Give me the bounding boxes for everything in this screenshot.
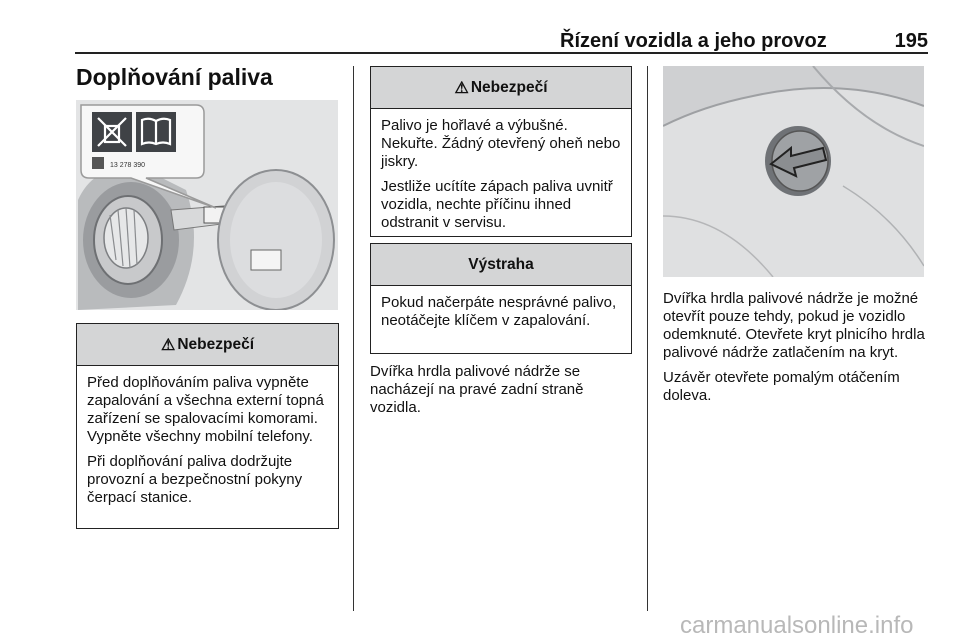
column-divider-right <box>647 66 648 611</box>
figure-label-code: 13 278 390 <box>110 162 145 169</box>
watermark: carmanualsonline.info <box>680 612 914 639</box>
caution-box-header: Výstraha <box>371 244 631 286</box>
right-paragraph: Uzávěr otevřete pomalým otáčením doleva. <box>663 369 900 404</box>
fuel-door-figure <box>663 66 924 277</box>
fuel-flap-figure: 13 278 390 <box>76 100 338 310</box>
caution-box-title: Výstraha <box>468 255 534 273</box>
danger-box-left-paragraph: Při doplňování paliva dodržujte provozní… <box>87 453 303 506</box>
danger-box-middle-paragraph: Jestliže ucítíte zápach paliva uvnitř vo… <box>381 178 613 231</box>
right-paragraph: Dvířka hrdla palivové nádrže je možné ot… <box>663 290 925 361</box>
caution-box-body: Pokud načerpáte nesprávné palivo, neotáč… <box>371 286 631 343</box>
section-title: Doplňování paliva <box>76 64 273 90</box>
fuel-flap-illustration: 13 278 390 <box>76 100 338 310</box>
right-body-text: Dvířka hrdla palivové nádrže je možné ot… <box>663 290 928 412</box>
danger-box-middle-title: Nebezpečí <box>470 78 548 96</box>
danger-box-left-body: Před doplňováním paliva vypněte zapalová… <box>77 366 338 520</box>
danger-box-middle-header: ⚠ Nebezpečí <box>371 67 631 109</box>
danger-box-middle: ⚠ Nebezpečí Palivo je hořlavé a výbušné.… <box>370 66 632 237</box>
danger-box-middle-paragraph: Palivo je hořlavé a výbušné. Nekuřte. Žá… <box>381 117 621 170</box>
header-title: Řízení vozidla a jeho provoz <box>560 30 827 52</box>
caution-box: Výstraha Pokud načerpáte nesprávné paliv… <box>370 243 632 354</box>
warning-triangle-icon: ⚠ <box>160 336 176 354</box>
danger-box-left-paragraph: Před doplňováním paliva vypněte zapalová… <box>87 374 324 445</box>
danger-box-left-title: Nebezpečí <box>177 335 254 353</box>
caution-box-paragraph: Pokud načerpáte nesprávné palivo, neotáč… <box>381 294 617 329</box>
column-divider-left <box>353 66 354 611</box>
header-rule <box>75 52 928 54</box>
middle-paragraph: Dvířka hrdla palivové nádrže se nacházej… <box>370 363 584 416</box>
middle-body-text: Dvířka hrdla palivové nádrže se nacházej… <box>370 363 632 424</box>
page-number: 195 <box>894 30 928 52</box>
danger-box-middle-body: Palivo je hořlavé a výbušné. Nekuřte. Žá… <box>371 109 631 245</box>
danger-box-left: ⚠ Nebezpečí Před doplňováním paliva vypn… <box>76 323 339 529</box>
fuel-door-illustration <box>663 66 924 277</box>
warning-triangle-icon: ⚠ <box>454 79 469 97</box>
danger-box-left-header: ⚠ Nebezpečí <box>77 324 338 366</box>
